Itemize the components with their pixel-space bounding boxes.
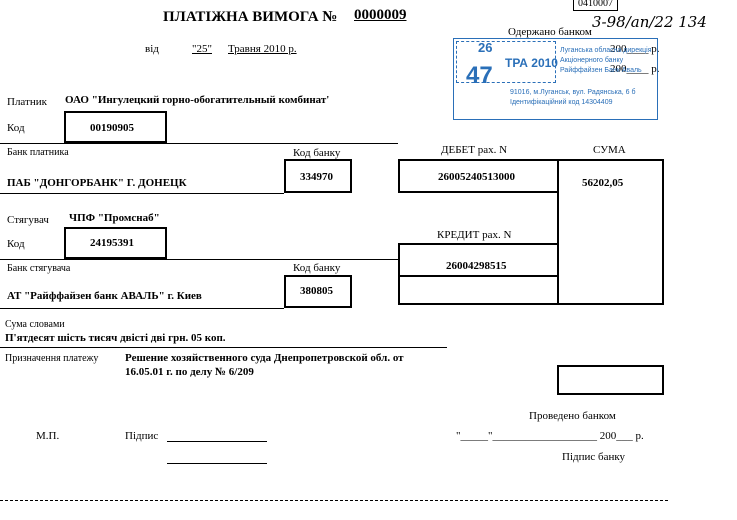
sum-box [557,159,664,305]
stamp-date-box [456,41,556,83]
processed-by-bank-label: Проведено банком [529,410,616,422]
sum-words-label: Сума словами [5,319,65,330]
stamp-month: ТРА 2010 [505,56,558,70]
sum-value: 56202,05 [582,177,624,189]
recipient-label: Стягувач [7,214,49,226]
received-year-1: 200____ р. [610,43,660,55]
purpose-line-1: Решение хозяйственного суда Днепропетров… [125,352,404,364]
document-title: ПЛАТІЖНА ВИМОГА № [163,9,338,25]
form-code: 0410007 [573,0,618,11]
cut-line [0,500,668,501]
received-year-2: 200____ р. [610,63,660,75]
stamp-line-1: Луганська обласна дирекція [560,47,652,54]
recipient-code-label: Код [7,238,25,250]
stamp-day: 26 [478,40,493,55]
recipient-bank-code-box [284,275,352,308]
signature-line-1 [167,441,267,442]
recipient-code: 24195391 [90,237,134,249]
credit-account: 26004298515 [446,260,507,272]
stamp-line-3: Райффайзен Банк Аваль [560,67,642,74]
recipient-name: ЧПФ "Промснаб" [69,212,160,224]
divider [0,259,398,260]
divider [0,143,398,144]
recipient-bank-code: 380805 [300,285,333,297]
payer-bank-code-label: Код банку [293,147,341,159]
bank-signature-label: Підпис банку [562,451,626,463]
sum-words-value: П'ятдесят шість тисяч двісті дві грн. 05… [5,332,226,344]
date-day: "25" [192,43,212,55]
debit-account: 26005240513000 [438,171,515,183]
signature-label: Підпис [125,430,159,442]
payer-bank-label: Банк платника [7,147,69,158]
sum-label: СУМА [593,144,626,156]
divider [0,347,447,348]
handwritten-reference: 3-98/ап/22 134 [592,13,707,31]
payer-bank-name: ПАБ "ДОНГОРБАНК" Г. ДОНЕЦК [7,177,187,189]
divider [0,193,284,194]
stamp-number: 47 [466,62,493,89]
credit-empty-box [398,275,559,305]
stamp-line-2: Акціонерного банку [560,57,624,64]
debit-label: ДЕБЕТ рах. N [441,144,508,156]
processed-date: "_____"___________________ 200___ р. [456,430,644,442]
date-prefix: від [145,43,159,55]
purpose-label: Призначення платежу [5,353,99,364]
divider [0,308,284,309]
date-month-year: Травня 2010 р. [228,43,297,55]
purpose-box [557,365,664,395]
stamp-line-5: Ідентифікаційний код 14304409 [510,99,613,106]
bank-stamp [453,38,658,120]
payer-code: 00190905 [90,122,134,134]
document-number: 0000009 [354,7,407,23]
purpose-line-2: 16.05.01 г. по делу № 6/209 [125,366,254,378]
payer-bank-code-box [284,159,352,193]
recipient-bank-label: Банк стягувача [7,263,71,274]
credit-label: КРЕДИТ рах. N [437,229,512,241]
payer-code-label: Код [7,122,25,134]
received-by-bank-label: Одержано банком [508,26,592,38]
recipient-bank-name: АТ "Райффайзен банк АВАЛЬ" г. Киев [7,290,202,302]
payer-code-box [64,111,167,143]
stamp-line-4: 91016, м.Луганськ, вул. Радянська, 6 б [510,89,636,96]
payer-bank-code: 334970 [300,171,333,183]
recipient-bank-code-label: Код банку [293,262,341,274]
stamp-place-label: М.П. [36,430,60,442]
payer-name: ОАО "Ингулецкий горно-обогатительный ком… [65,94,330,106]
payer-label: Платник [7,96,47,108]
signature-line-2 [167,463,267,464]
recipient-code-box [64,227,167,259]
